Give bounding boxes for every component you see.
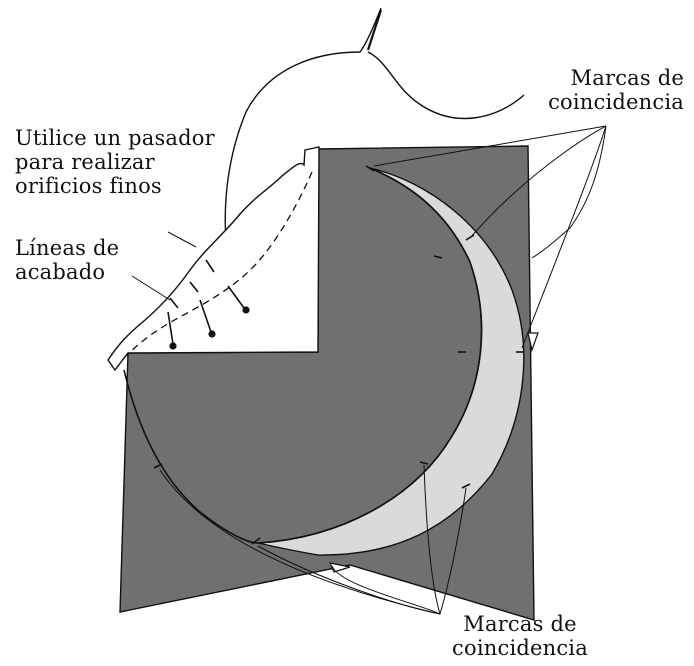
- label-marks-top: Marcas de coincidencia: [520, 66, 684, 114]
- label-pin-hint: Utilice un pasador para realizar orifici…: [15, 126, 225, 198]
- pin-head: [169, 342, 176, 349]
- label-marks-bottom-line2: coincidencia: [440, 636, 600, 660]
- label-marks-bottom: Marcas de coincidencia: [440, 612, 600, 660]
- label-marks-top-line2: coincidencia: [520, 90, 684, 114]
- label-pin-hint-line2: para realizar: [15, 150, 225, 174]
- thread-end: [368, 52, 524, 118]
- sewing-needle: [368, 10, 381, 50]
- pin-head: [242, 306, 249, 313]
- label-finish-lines: Líneas de acabado: [15, 236, 155, 284]
- label-finish-lines-line2: acabado: [15, 260, 155, 284]
- pin-head: [208, 330, 215, 337]
- label-pin-hint-line1: Utilice un pasador: [15, 126, 225, 150]
- label-finish-lines-line1: Líneas de: [15, 236, 155, 260]
- label-marks-bottom-line1: Marcas de: [440, 612, 600, 636]
- label-pin-hint-line3: orificios finos: [15, 174, 225, 198]
- label-marks-top-line1: Marcas de: [520, 66, 684, 90]
